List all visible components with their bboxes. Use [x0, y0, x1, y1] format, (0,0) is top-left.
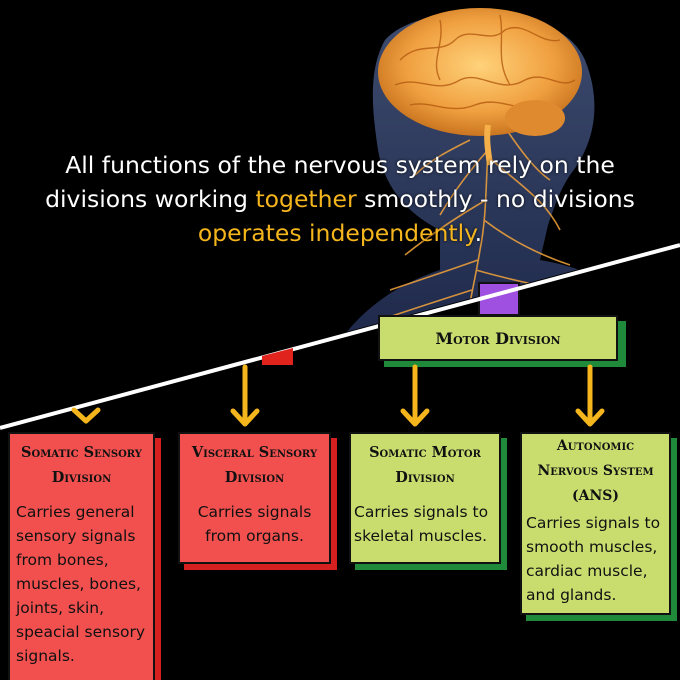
visceral-sensory-body: Carries signals from organs. — [197, 503, 312, 545]
arrow-somatic-motor — [400, 364, 430, 427]
somatic-motor-body: Carries signals to skeletal muscles. — [354, 503, 489, 545]
caption-highlight-together: together — [255, 185, 357, 213]
somatic-sensory-body: Carries general sensory signals from bon… — [16, 503, 146, 665]
arrows — [71, 364, 605, 427]
caption-part2: smoothly - no divisions — [356, 185, 635, 213]
somatic-sensory-title: Somatic Sensory Division — [21, 444, 142, 486]
caption-part1: All functions of the nervous system rely… — [45, 151, 615, 213]
caption-part3: . — [474, 219, 483, 247]
diagonal-divider — [0, 243, 680, 430]
ans-card: Autonomic Nervous System (ANS) Carries s… — [520, 432, 671, 615]
caption-text: All functions of the nervous system rely… — [40, 148, 640, 250]
somatic-sensory-card: Somatic Sensory Division Carries general… — [8, 432, 155, 680]
caption-highlight-operates: operates independently — [197, 219, 475, 247]
arrow-somatic-sensory — [71, 407, 101, 424]
ans-title: Autonomic Nervous System (ANS) — [537, 438, 654, 504]
motor-division-box: Motor Division — [378, 315, 618, 361]
somatic-motor-title: Somatic Motor Division — [369, 444, 481, 486]
visceral-sensory-title: Visceral Sensory Division — [191, 444, 318, 486]
somatic-motor-card: Somatic Motor Division Carries signals t… — [349, 432, 501, 564]
ans-body: Carries signals to smooth muscles, cardi… — [526, 514, 661, 604]
brain — [378, 8, 582, 166]
sensory-connector-stub — [262, 348, 293, 365]
visceral-sensory-card: Visceral Sensory Division Carries signal… — [178, 432, 331, 564]
arrow-ans — [575, 364, 605, 427]
motor-division-label: Motor Division — [435, 328, 561, 348]
arrow-visceral-sensory — [230, 364, 260, 427]
